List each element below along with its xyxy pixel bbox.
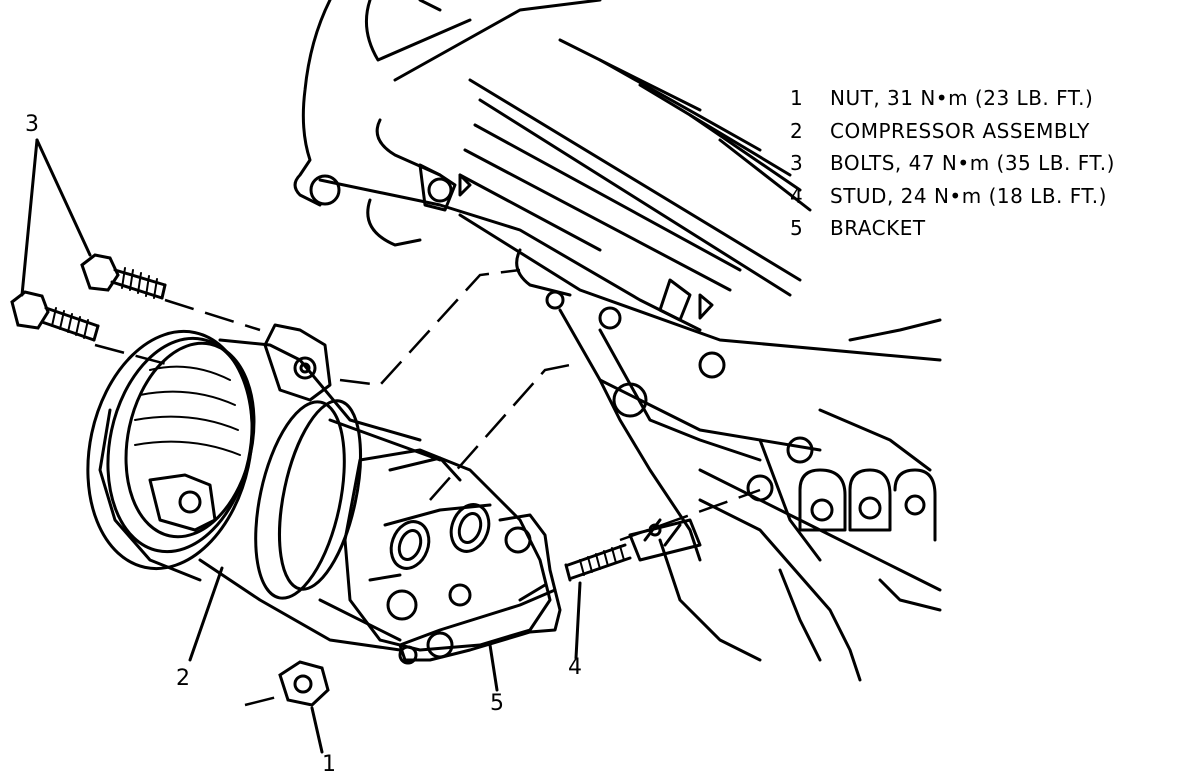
legend-row: 2 COMPRESSOR ASSEMBLY [790, 119, 1115, 152]
legend-row: 5 BRACKET [790, 216, 1115, 249]
legend-number: 3 [790, 151, 804, 175]
legend-text: COMPRESSOR ASSEMBLY [830, 118, 1090, 143]
leader-lines [20, 138, 582, 754]
legend-text: NUT, 31 N•m (23 LB. FT.) [830, 86, 1094, 110]
compressor-assembly [86, 323, 552, 652]
legend-row: 3 BOLTS, 47 N•m (35 LB. FT.) [790, 151, 1115, 184]
legend-row: 1 NUT, 31 N•m (23 LB. FT.) [790, 86, 1115, 119]
bracket [398, 513, 562, 665]
legend-number: 4 [790, 183, 804, 208]
parts-legend: 1 NUT, 31 N•m (23 LB. FT.) 2 COMPRESSOR … [790, 86, 1115, 249]
legend-text: BOLTS, 47 N•m (35 LB. FT.) [830, 151, 1115, 175]
callout-bracket: 5 [490, 691, 504, 716]
bolt-upper [80, 253, 167, 300]
callout-compressor: 2 [176, 666, 190, 691]
legend-number: 1 [790, 86, 804, 110]
legend-text: BRACKET [830, 216, 926, 240]
engine-block [293, 0, 942, 682]
stud [564, 518, 702, 582]
legend-text: STUD, 24 N•m (18 LB. FT.) [830, 183, 1107, 208]
legend-number: 2 [790, 118, 804, 143]
callout-nut: 1 [322, 752, 336, 777]
callout-stud: 4 [568, 655, 582, 680]
legend-number: 5 [790, 216, 804, 240]
callout-bolts: 3 [25, 112, 39, 137]
bolt-lower [10, 290, 100, 342]
legend-row: 4 STUD, 24 N•m (18 LB. FT.) [790, 184, 1115, 217]
nut [278, 660, 330, 707]
